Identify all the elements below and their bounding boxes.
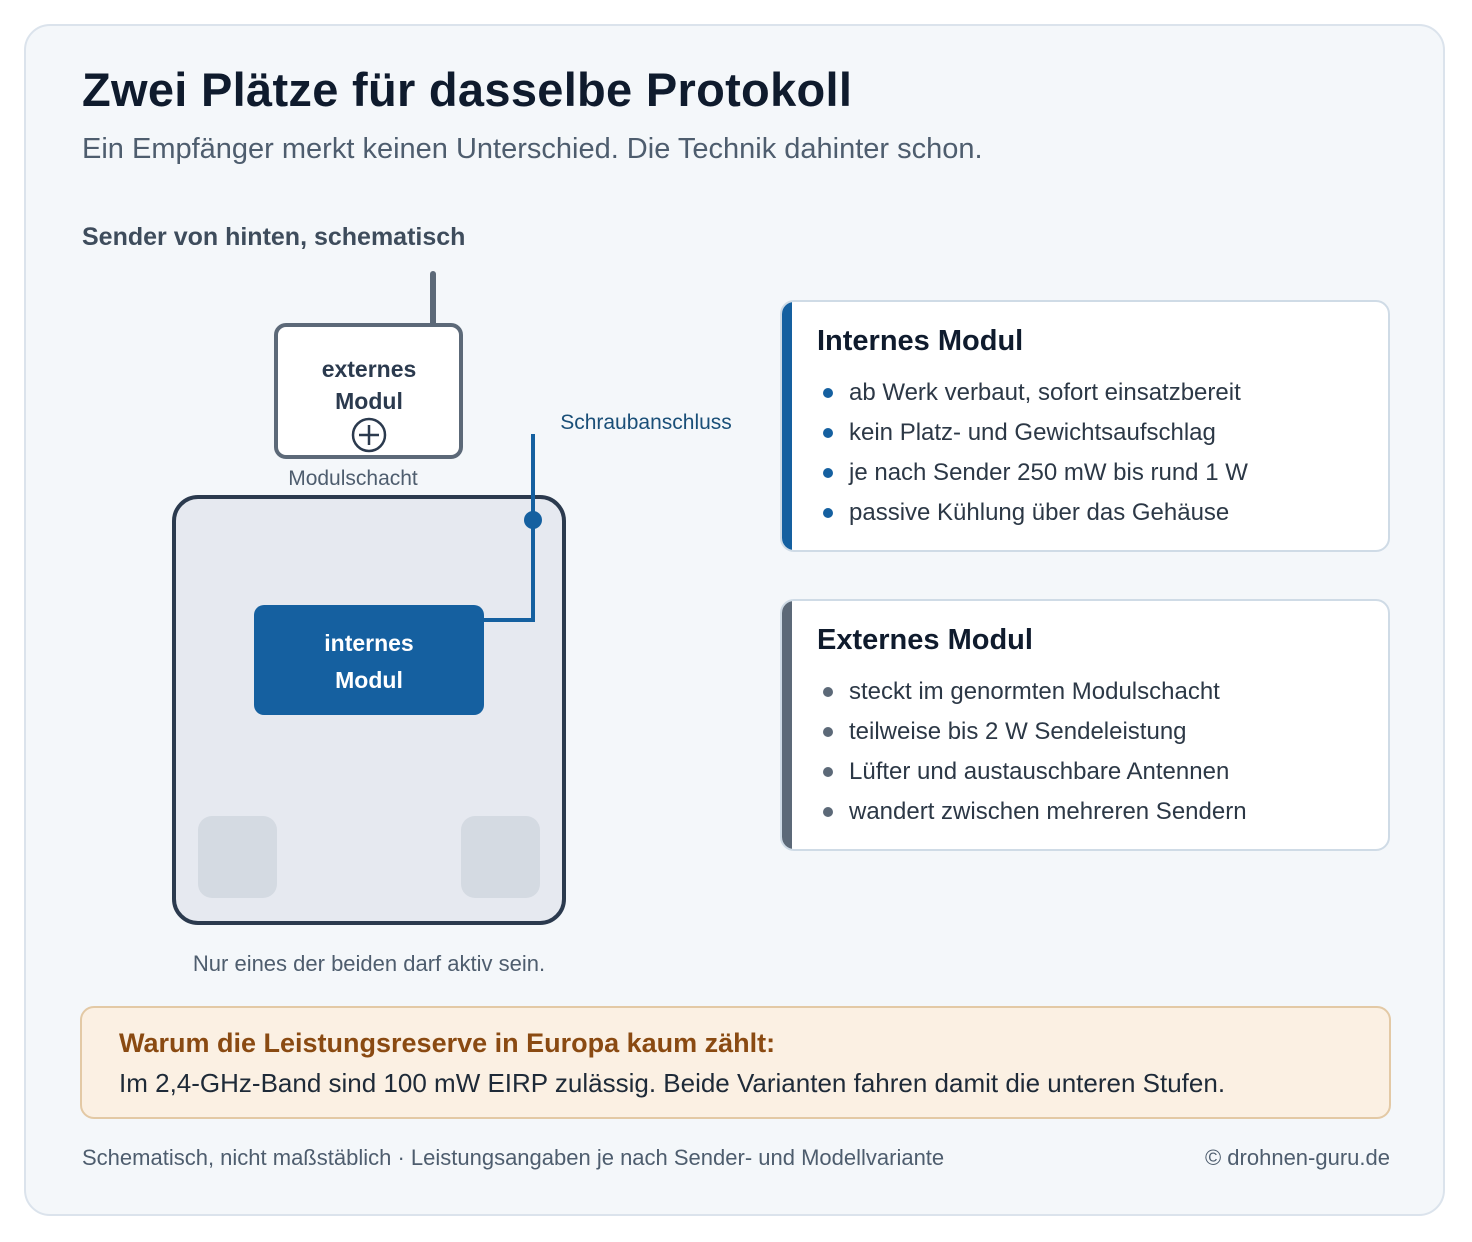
external-card-title: Externes Modul: [817, 624, 1033, 656]
screw-connector-label: Schraubanschluss: [560, 411, 732, 434]
list-item: steckt im genormten Modulschacht: [817, 676, 1247, 716]
screw-connector-dot: [524, 511, 542, 529]
page-subtitle: Ein Empfänger merkt keinen Unterschied. …: [82, 133, 983, 165]
list-item: wandert zwischen mehreren Sendern: [817, 796, 1247, 836]
internal-module-card: Internes Modul ab Werk verbaut, sofort e…: [780, 300, 1390, 552]
internal-card-accent: [782, 302, 792, 550]
list-item: je nach Sender 250 mW bis rund 1 W: [817, 457, 1248, 497]
bullet-icon: [823, 807, 833, 817]
list-item-text: teilweise bis 2 W Sendeleistung: [849, 718, 1187, 745]
note-title: Warum die Leistungsreserve in Europa kau…: [119, 1028, 776, 1058]
list-item: Lüfter und austauschbare Antennen: [817, 756, 1247, 796]
list-item-text: passive Kühlung über das Gehäuse: [849, 499, 1230, 526]
list-item-text: je nach Sender 250 mW bis rund 1 W: [849, 459, 1248, 486]
external-module-label-line1: externes: [322, 356, 417, 382]
plus-circle-icon: [351, 417, 387, 453]
list-item: ab Werk verbaut, sofort einsatzbereit: [817, 377, 1248, 417]
diagram-caption: Nur eines der beiden darf aktiv sein.: [193, 951, 545, 976]
internal-card-title: Internes Modul: [817, 325, 1024, 357]
bullet-icon: [823, 727, 833, 737]
list-item-text: steckt im genormten Modulschacht: [849, 678, 1220, 705]
bullet-icon: [823, 428, 833, 438]
footer-disclaimer: Schematisch, nicht maßstäblich · Leistun…: [82, 1145, 945, 1170]
left-gimbal: [198, 816, 277, 898]
eu-power-note: Warum die Leistungsreserve in Europa kau…: [80, 1006, 1391, 1119]
bullet-icon: [823, 388, 833, 398]
module-bay-label: Modulschacht: [288, 467, 418, 490]
transmitter-diagram: externes Modul Modulschacht Schraubansch…: [172, 271, 732, 976]
internal-module-label-line2: Modul: [335, 667, 403, 693]
page-title: Zwei Plätze für dasselbe Protokoll: [82, 63, 853, 116]
external-card-list: steckt im genormten Modulschacht teilwei…: [817, 676, 1247, 836]
note-text: Im 2,4-GHz-Band sind 100 mW EIRP zulässi…: [119, 1068, 1226, 1098]
footer-copyright: © drohnen-guru.de: [1204, 1145, 1390, 1170]
bullet-icon: [823, 687, 833, 697]
internal-card-list: ab Werk verbaut, sofort einsatzbereit ke…: [817, 377, 1248, 537]
internal-antenna-cable: [484, 434, 535, 622]
external-module-card: Externes Modul steckt im genormten Modul…: [780, 599, 1390, 851]
list-item-text: wandert zwischen mehreren Sendern: [849, 798, 1247, 825]
right-gimbal: [461, 816, 540, 898]
internal-module-label-line1: internes: [324, 630, 413, 656]
external-module-box: [274, 323, 463, 459]
list-item: teilweise bis 2 W Sendeleistung: [817, 716, 1247, 756]
list-item: passive Kühlung über das Gehäuse: [817, 497, 1248, 537]
external-card-accent: [782, 601, 792, 849]
list-item-text: Lüfter und austauschbare Antennen: [849, 758, 1230, 785]
list-item-text: ab Werk verbaut, sofort einsatzbereit: [849, 379, 1241, 406]
diagram-section-label: Sender von hinten, schematisch: [82, 223, 466, 251]
internal-module-box: [254, 605, 484, 715]
external-module-label-line2: Modul: [335, 388, 403, 414]
bullet-icon: [823, 468, 833, 478]
list-item-text: kein Platz- und Gewichtsaufschlag: [849, 419, 1216, 446]
list-item: kein Platz- und Gewichtsaufschlag: [817, 417, 1248, 457]
bullet-icon: [823, 508, 833, 518]
bullet-icon: [823, 767, 833, 777]
